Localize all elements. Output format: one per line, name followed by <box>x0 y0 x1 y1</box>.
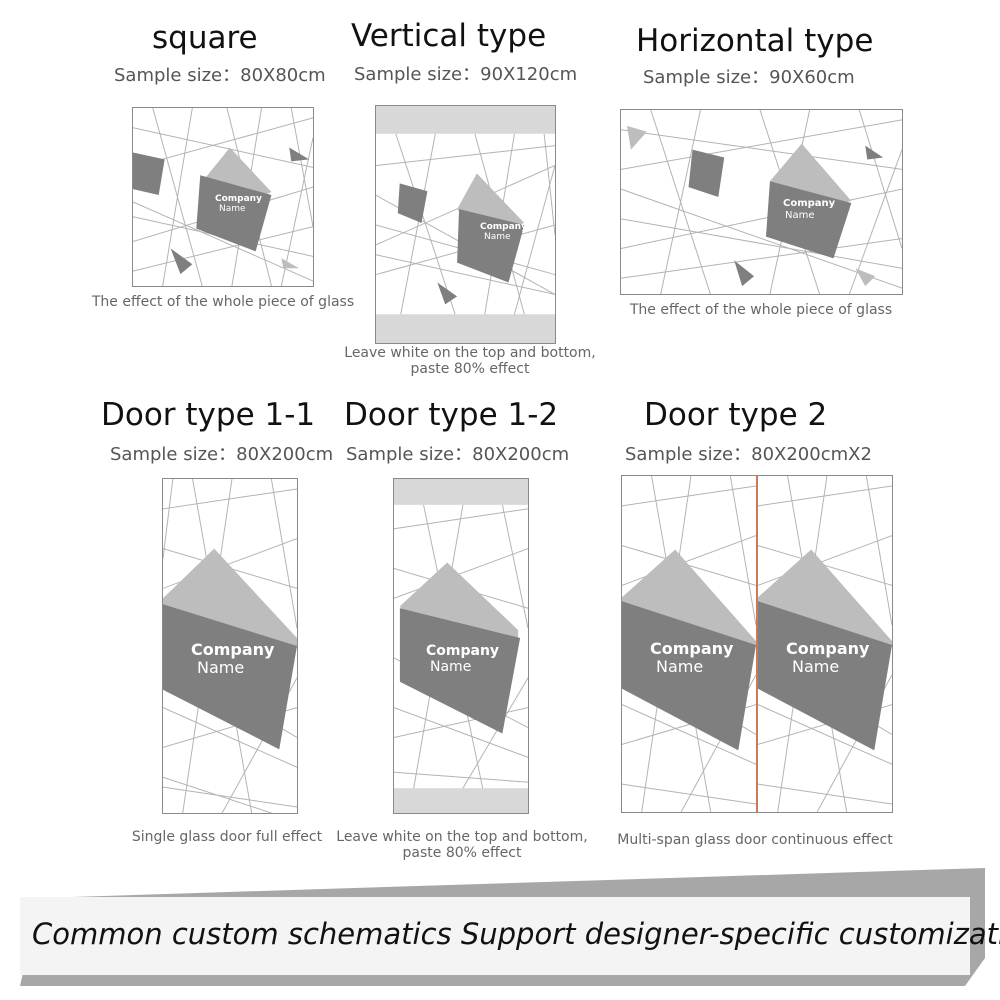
square-glass-panel: Company Name <box>132 107 314 287</box>
door11-company-name: Company Name <box>191 640 275 678</box>
square-pattern <box>133 108 313 286</box>
door12-sample-size: Sample size：80X200cm <box>346 444 570 465</box>
banner-text: Common custom schematics Support designe… <box>32 917 1000 951</box>
door12-company-line2: Name <box>430 659 472 676</box>
door2-right-company-name: Company Name <box>786 639 870 677</box>
door11-company-line2: Name <box>197 658 245 678</box>
vertical-company-line2: Name <box>484 232 511 243</box>
horizontal-company-name: Company Name <box>783 198 835 221</box>
horizontal-glass-panel: Company Name <box>620 109 903 295</box>
door11-glass-panel: Company Name <box>162 478 298 814</box>
horizontal-sample-size: Sample size：90X60cm <box>643 67 855 88</box>
door2-left-company-line1: Company <box>650 639 734 658</box>
door2-right-glass-panel: Company Name <box>757 475 893 813</box>
door11-title: Door type 1-1 <box>101 397 316 433</box>
horizontal-pattern <box>621 110 902 294</box>
vertical-caption: Leave white on the top and bottom, paste… <box>330 345 610 377</box>
square-company-line1: Company <box>215 194 262 204</box>
door2-caption: Multi-span glass door continuous effect <box>617 832 893 848</box>
door2-sample-size: Sample size：80X200cmX2 <box>625 444 872 465</box>
door2-left-pattern <box>622 476 756 812</box>
vertical-title: Vertical type <box>351 18 547 54</box>
door2-left-company-line2: Name <box>656 657 704 677</box>
horizontal-company-line2: Name <box>785 209 815 221</box>
horizontal-company-line1: Company <box>783 198 836 209</box>
door12-caption: Leave white on the top and bottom, paste… <box>322 829 602 861</box>
vertical-pattern <box>376 106 555 343</box>
door2-right-company-line1: Company <box>786 639 870 658</box>
door2-title: Door type 2 <box>644 397 828 433</box>
horizontal-title: Horizontal type <box>636 23 874 59</box>
door12-pattern <box>394 479 528 813</box>
square-title: square <box>152 20 258 56</box>
door12-company-name: Company Name <box>426 643 499 675</box>
square-company-name: Company Name <box>215 194 262 215</box>
vertical-caption-line1: Leave white on the top and bottom, <box>344 345 596 361</box>
vertical-glass-panel: Company Name <box>375 105 556 344</box>
door2-left-glass-panel: Company Name <box>621 475 757 813</box>
vertical-sample-size: Sample size：90X120cm <box>354 64 578 85</box>
horizontal-caption: The effect of the whole piece of glass <box>629 302 893 318</box>
door2-left-company-name: Company Name <box>650 639 734 677</box>
square-sample-size: Sample size：80X80cm <box>114 65 326 86</box>
door2-right-pattern <box>758 476 892 812</box>
door12-caption-line1: Leave white on the top and bottom, <box>336 829 588 845</box>
square-company-line2: Name <box>219 204 246 215</box>
door11-company-line1: Company <box>191 640 275 659</box>
vertical-caption-line2: paste 80% effect <box>410 361 530 377</box>
door11-sample-size: Sample size：80X200cm <box>110 444 334 465</box>
door11-pattern <box>163 479 297 813</box>
door12-caption-line2: paste 80% effect <box>402 845 522 861</box>
door12-title: Door type 1-2 <box>344 397 559 433</box>
square-caption: The effect of the whole piece of glass <box>91 294 355 310</box>
door2-seam-line <box>756 475 758 813</box>
vertical-company-name: Company Name <box>480 222 527 243</box>
door12-glass-panel: Company Name <box>393 478 529 814</box>
banner-panel <box>20 897 970 975</box>
vertical-company-line1: Company <box>480 222 527 232</box>
door2-right-company-line2: Name <box>792 657 840 677</box>
door11-caption: Single glass door full effect <box>131 829 323 845</box>
door12-company-line1: Company <box>426 643 500 659</box>
